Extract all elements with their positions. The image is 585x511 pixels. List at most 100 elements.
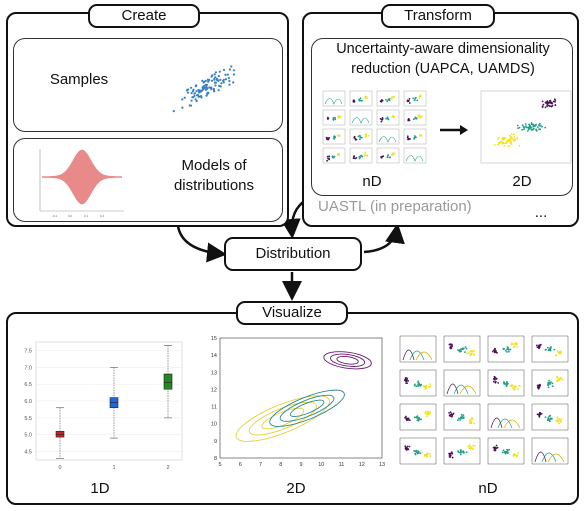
uastl-label: UASTL (in preparation): [318, 198, 472, 215]
matrix-point: [387, 117, 389, 120]
matrix-point: [414, 452, 417, 455]
matrix-point: [493, 375, 496, 378]
matrix-point: [364, 135, 367, 138]
matrix-point: [468, 444, 471, 447]
matrix-point: [420, 115, 423, 118]
matrix-point: [451, 345, 453, 347]
sample-point: [218, 84, 221, 87]
matrix-point: [557, 379, 560, 382]
matrix-point: [471, 417, 473, 419]
models-label-line2: distributions: [173, 177, 255, 194]
matrix-point: [459, 416, 462, 419]
proj-point: [534, 124, 537, 127]
sample-point: [228, 83, 231, 86]
create-tab: Create: [88, 4, 200, 28]
matrix-point: [424, 387, 427, 389]
proj-point: [525, 126, 528, 129]
sample-point: [227, 77, 230, 80]
proj-point: [553, 98, 556, 101]
y-tick-label: 8: [214, 456, 217, 462]
viz-nd-label: nD: [478, 480, 498, 497]
matrix-point: [380, 156, 383, 158]
distribution-node: Distribution: [224, 237, 362, 271]
sample-point: [195, 90, 198, 93]
sample-point: [224, 78, 227, 81]
proj-point: [523, 128, 525, 131]
matrix-cell: [487, 403, 525, 431]
x-tick-label: 7: [259, 462, 262, 468]
matrix-point: [514, 385, 517, 387]
matrix-point: [413, 99, 416, 102]
proj-point: [535, 129, 538, 131]
proj-point: [521, 124, 524, 126]
matrix-point: [449, 415, 452, 417]
sample-point: [192, 88, 195, 91]
matrix-point: [460, 350, 463, 352]
proj-point: [549, 100, 551, 102]
svg-text:0.2: 0.2: [100, 214, 105, 218]
proj-point: [554, 104, 557, 106]
matrix-point: [464, 351, 466, 353]
matrix-point: [359, 138, 361, 141]
matrix-point: [516, 388, 519, 391]
matrix-point: [463, 451, 465, 454]
sample-point: [216, 78, 219, 82]
matrix-point: [404, 416, 406, 419]
matrix-point: [340, 115, 342, 118]
proj-point: [530, 123, 533, 126]
matrix-point: [414, 136, 417, 139]
matrix-point: [406, 377, 408, 380]
matrix-point: [391, 116, 394, 118]
contour-purple: [323, 351, 372, 370]
matrix-point: [560, 421, 563, 423]
matrix-point: [429, 453, 431, 455]
matrix-point: [393, 95, 395, 98]
proj-point: [551, 104, 554, 107]
y-tick-label: 5.0: [24, 433, 32, 439]
matrix-point: [419, 95, 421, 98]
proj-point: [525, 125, 527, 127]
nd-matrix-small: [322, 90, 427, 164]
matrix-point: [364, 151, 367, 154]
matrix-point: [380, 100, 383, 103]
nd-matrix-large: [399, 335, 569, 465]
matrix-point: [417, 450, 420, 453]
density-curve: [378, 136, 397, 143]
y-tick-label: 11: [211, 405, 217, 411]
density-curve: [405, 155, 424, 162]
matrix-point: [538, 385, 541, 388]
proj-point: [518, 126, 521, 129]
matrix-point: [387, 98, 390, 101]
matrix-point: [426, 412, 429, 414]
proj-point: [523, 126, 526, 129]
sample-point: [214, 76, 217, 79]
matrix-point: [459, 350, 461, 353]
matrix-point: [458, 417, 460, 420]
matrix-point: [406, 135, 409, 138]
box: [55, 431, 65, 438]
matrix-cell: [487, 335, 525, 363]
proj-point: [542, 103, 545, 106]
matrix-point: [415, 385, 418, 388]
matrix-point: [452, 412, 455, 415]
x-tick-label: 13: [379, 462, 385, 468]
sample-point: [210, 79, 213, 82]
proj-point: [501, 138, 504, 141]
matrix-point: [504, 452, 507, 455]
density-curve: [490, 417, 503, 429]
matrix-point: [505, 384, 508, 386]
proj-point: [510, 143, 513, 145]
matrix-point: [332, 119, 335, 121]
matrix-point: [426, 415, 428, 418]
matrix-point: [413, 136, 416, 139]
matrix-point: [429, 412, 431, 415]
matrix-point: [544, 349, 547, 351]
matrix-point: [418, 383, 421, 385]
proj-point: [529, 125, 531, 127]
y-tick-label: 4.5: [24, 450, 32, 456]
matrix-point: [547, 384, 549, 387]
matrix-point: [467, 352, 470, 354]
matrix-point: [407, 137, 410, 140]
matrix-cell: [403, 109, 427, 126]
matrix-point: [463, 347, 465, 350]
